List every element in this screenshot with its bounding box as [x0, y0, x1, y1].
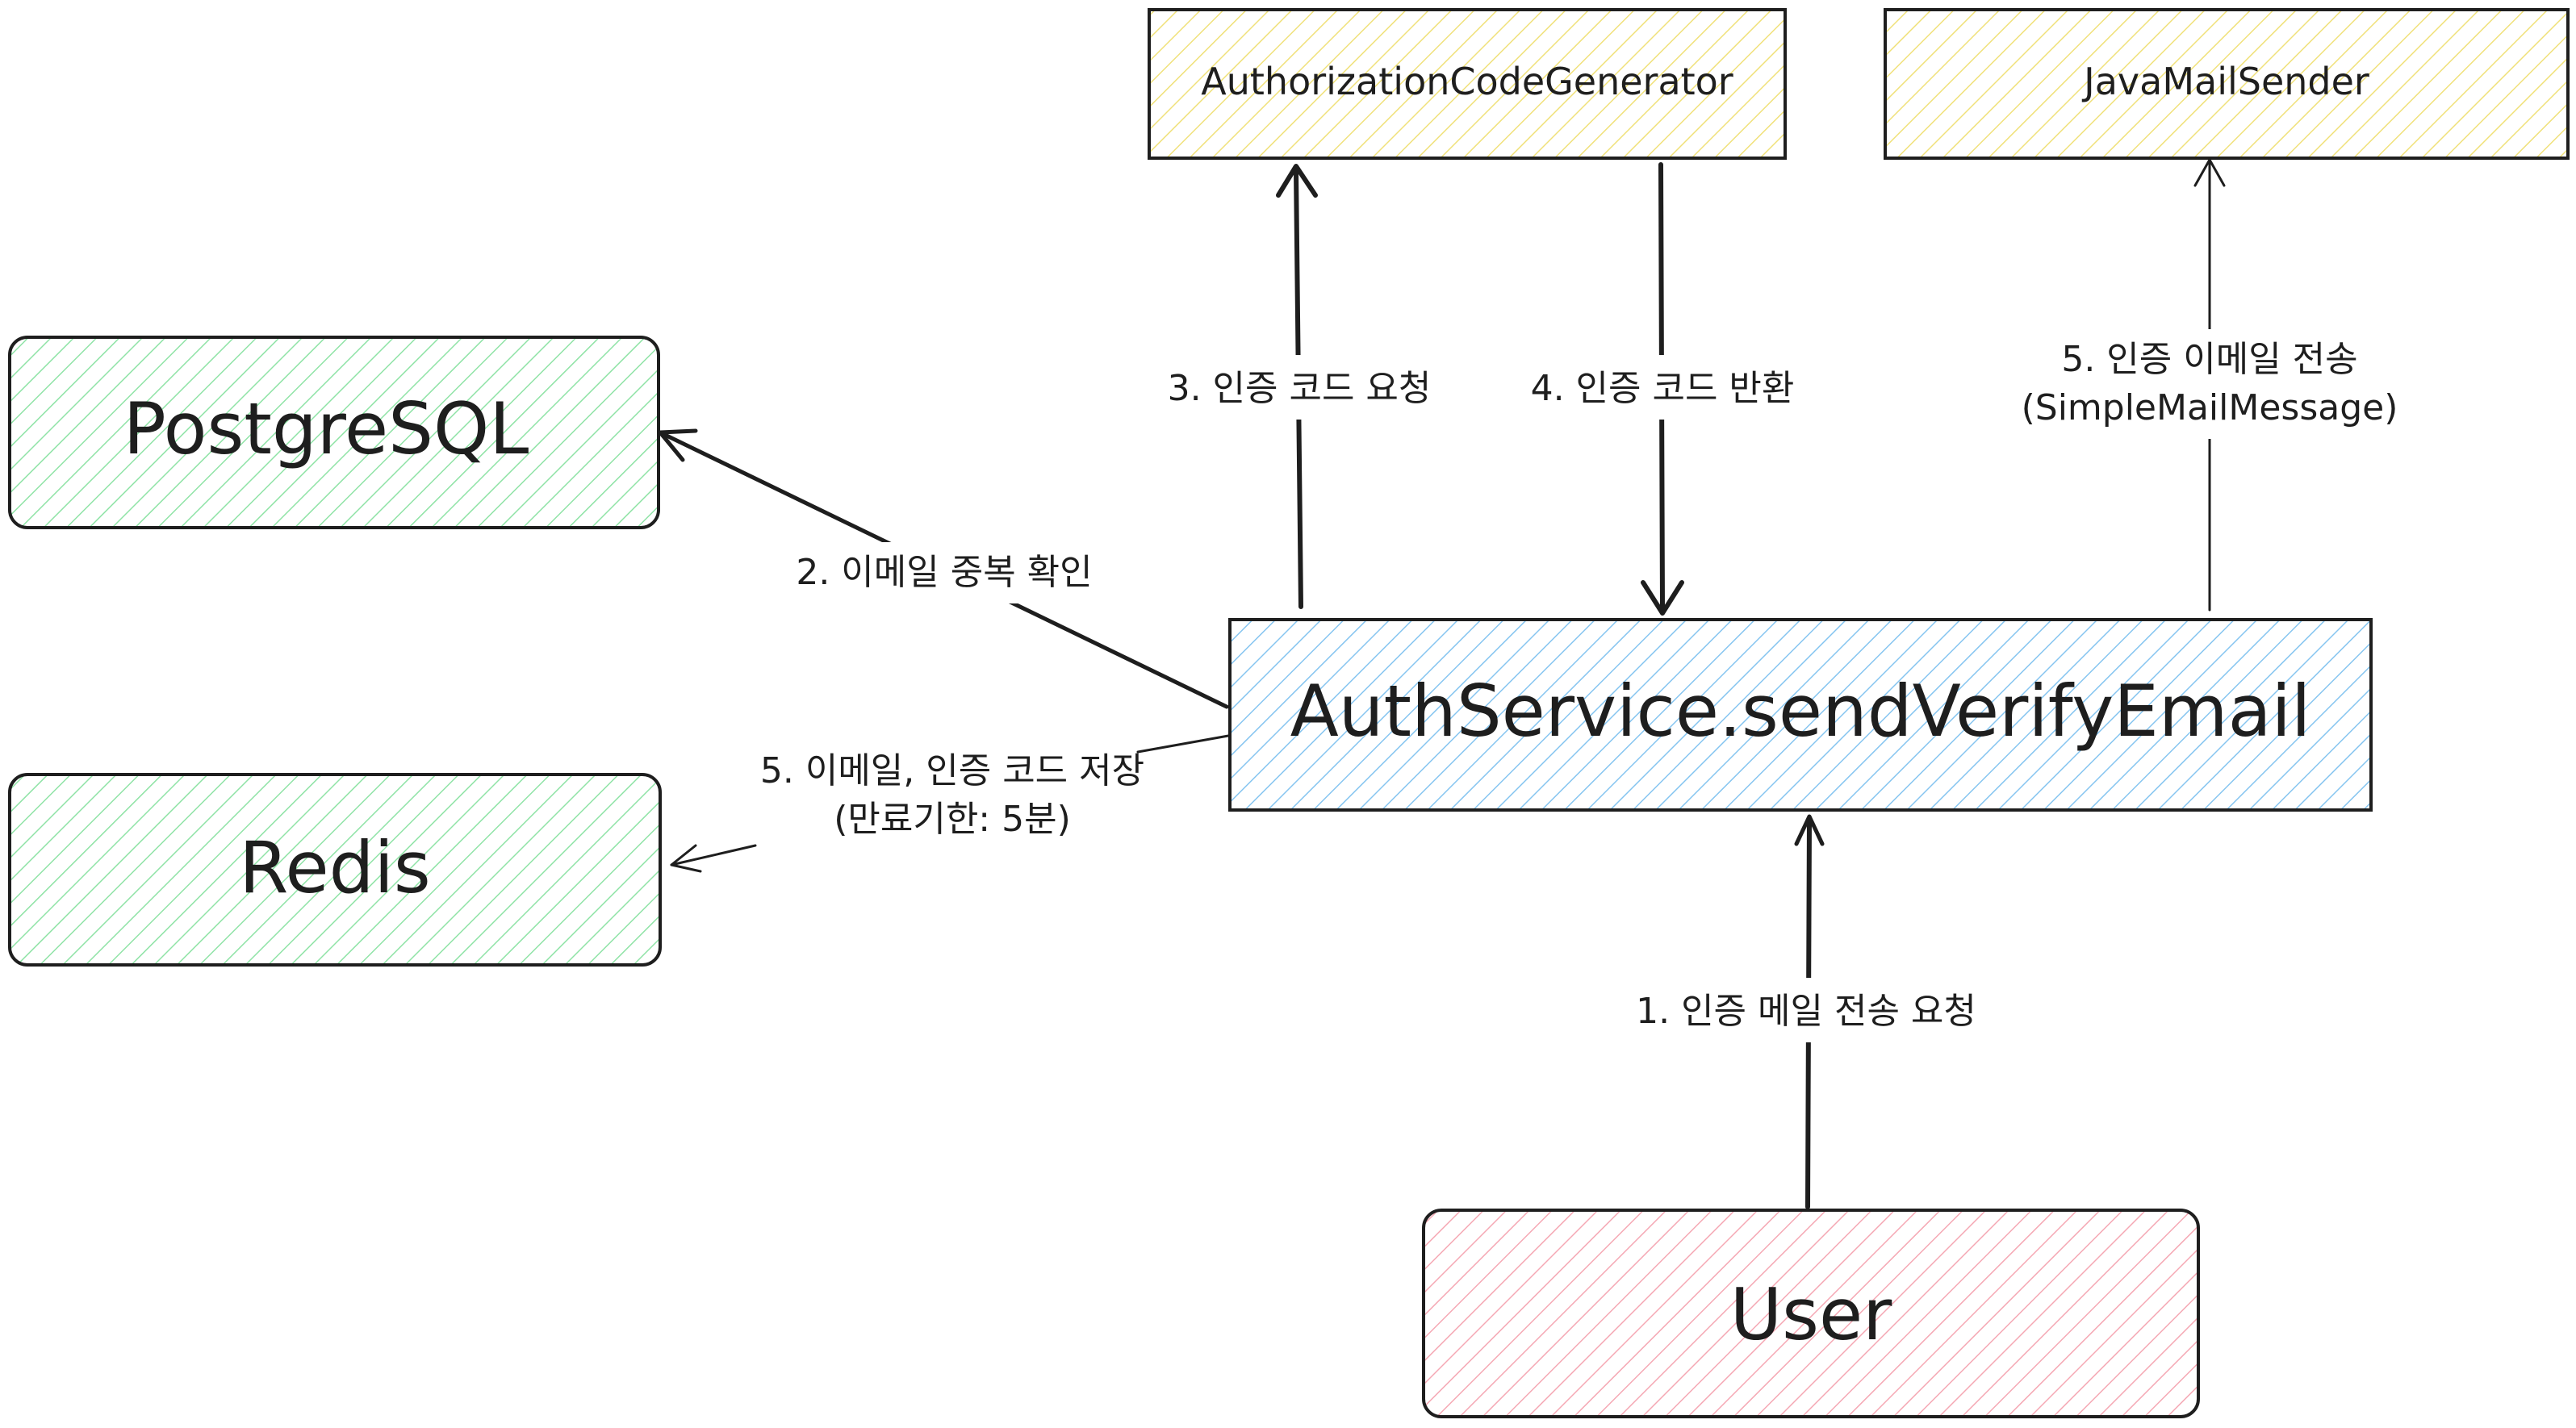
check-duplicate-arrowhead [658, 428, 698, 462]
store-code-label-line1: 5. 이메일, 인증 코드 저장 [760, 750, 1144, 791]
edge-return-code: 4. 인증 코드 반환 [1509, 162, 1816, 616]
send-email-arrowhead [2193, 158, 2226, 187]
edge-check-duplicate: 2. 이메일 중복 확인 [658, 428, 1229, 709]
auth-service-label: AuthService.sendVerifyEmail [1290, 670, 2311, 753]
request-code-label: 3. 인증 코드 요청 [1168, 368, 1432, 409]
node-postgresql: PostgreSQL [8, 336, 660, 529]
store-code-arrow-line-upper [1136, 734, 1230, 754]
node-redis: Redis [8, 773, 662, 967]
authorization-code-generator-label: AuthorizationCodeGenerator [1201, 60, 1733, 103]
check-duplicate-label: 2. 이메일 중복 확인 [796, 552, 1092, 593]
send-email-label-line2: (SimpleMailMessage) [2022, 387, 2398, 428]
node-java-mail-sender: JavaMailSender [1884, 8, 2570, 160]
request-code-arrowhead [1276, 164, 1318, 198]
edge-request-code: 3. 인증 코드 요청 [1146, 164, 1453, 609]
edge-send-email: 5. 인증 이메일 전송 (SimpleMailMessage) [2001, 158, 2418, 612]
user-label: User [1730, 1273, 1892, 1356]
java-mail-sender-label: JavaMailSender [2081, 60, 2369, 103]
send-email-label-line1: 5. 인증 이메일 전송 [2061, 339, 2357, 380]
node-auth-service: AuthService.sendVerifyEmail [1228, 618, 2373, 812]
user-request-label: 1. 인증 메일 전송 요청 [1636, 991, 1976, 1032]
postgresql-label: PostgreSQL [123, 387, 529, 470]
edge-user-request: 1. 인증 메일 전송 요청 [1614, 814, 2001, 1209]
node-authorization-code-generator: AuthorizationCodeGenerator [1148, 8, 1787, 160]
store-code-label-line2: (만료기한: 5분) [834, 799, 1071, 840]
store-code-arrow-line-lower [670, 844, 757, 866]
store-code-arrowhead [670, 844, 702, 873]
edge-store-code: 5. 이메일, 인증 코드 저장 (만료기한: 5분) [670, 734, 1230, 873]
user-request-arrowhead [1794, 814, 1825, 846]
redis-label: Redis [239, 826, 431, 909]
node-user: User [1422, 1209, 2200, 1418]
return-code-arrowhead [1641, 580, 1684, 616]
return-code-label: 4. 인증 코드 반환 [1531, 368, 1795, 409]
